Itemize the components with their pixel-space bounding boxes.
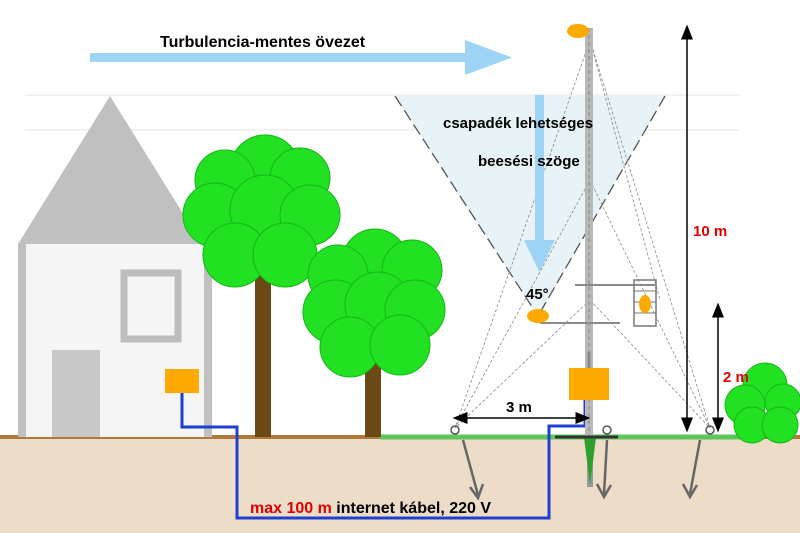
angle-label: 45° — [526, 286, 549, 303]
ground-spike-arrows — [461, 439, 702, 501]
precip-angle-label-line2: beesési szöge — [478, 153, 580, 170]
house — [18, 96, 212, 437]
tree-small — [302, 228, 446, 437]
tree-large — [182, 134, 341, 437]
cable-label: max 100 m internet kábel, 220 V — [250, 500, 491, 517]
turbulence-arrow — [90, 40, 512, 75]
temperature-sensor — [639, 295, 651, 313]
turbulence-zone-label: Turbulencia-mentes övezet — [160, 34, 366, 51]
mast — [555, 28, 618, 487]
router-box — [165, 369, 199, 393]
cable-max-label: max 100 m — [250, 500, 332, 517]
sensor-arm — [540, 279, 657, 327]
precip-angle-label-line1: csapadék lehetséges — [443, 115, 593, 132]
height-10m-label: 10 m — [693, 223, 727, 240]
cable-rest-label: internet kábel, 220 V — [332, 500, 492, 517]
precipitation-cone — [394, 95, 666, 317]
height-2m-label: 2 m — [723, 369, 749, 386]
precipitation-arrow — [524, 95, 555, 272]
rain-gauge-sensor — [527, 309, 549, 323]
cable-line — [180, 393, 587, 520]
wind-sensor — [567, 24, 589, 38]
logger-box — [569, 368, 609, 400]
distance-3m-label: 3 m — [506, 399, 532, 416]
bush — [724, 362, 800, 444]
